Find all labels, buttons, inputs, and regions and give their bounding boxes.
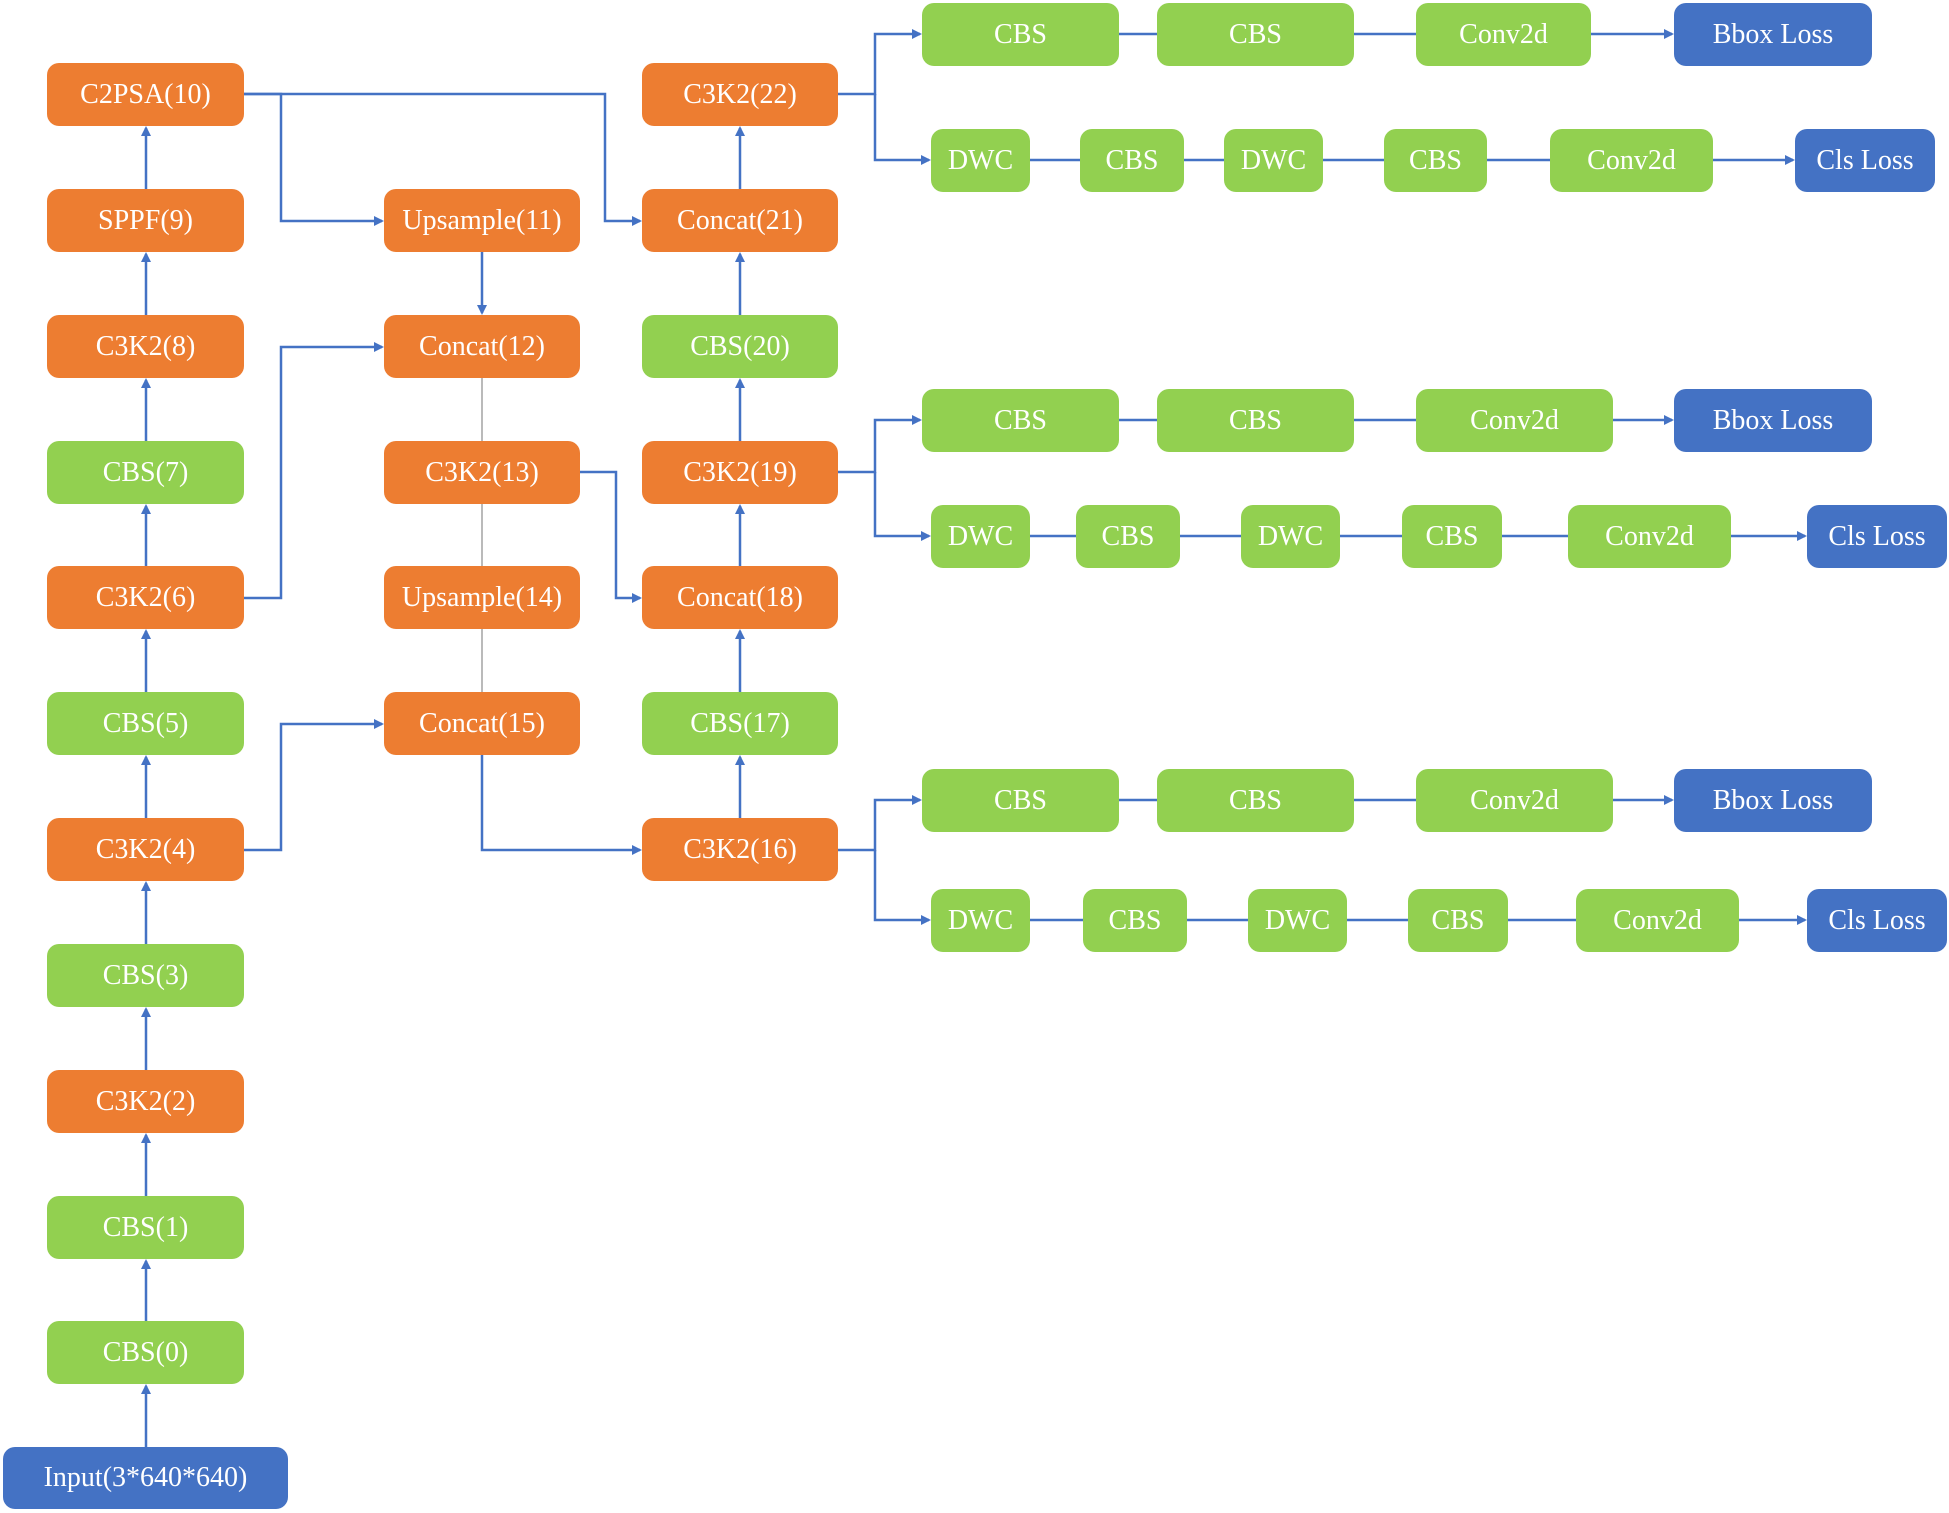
head19-bbox-loss: Bbox Loss [1674, 389, 1872, 452]
head19-bbox-cbs-2: CBS [1157, 389, 1354, 452]
arrow-c3k2-19-to-head19-cls [873, 472, 931, 541]
head16-cls-cbs-2: CBS [1408, 889, 1508, 952]
head22-bbox-loss: Bbox Loss [1674, 3, 1872, 66]
arrow-c3k2-19-to-head19-bbox [838, 415, 922, 474]
head16-bbox-cbs-1: CBS [922, 769, 1119, 832]
input-node: Input(3*640*640) [3, 1447, 288, 1509]
neck-concat-12: Concat(12) [384, 315, 580, 378]
arrow-c3k2-16-to-head16-cls [873, 850, 931, 925]
backbone-c3k2-8: C3K2(8) [47, 315, 244, 378]
head16-bbox-conv2d: Conv2d [1416, 769, 1613, 832]
backbone-cbs-7: CBS(7) [47, 441, 244, 504]
head16-cls-dwc-2: DWC [1248, 889, 1347, 952]
head19-cls-cbs-2: CBS [1402, 505, 1502, 568]
head16-cls-dwc-1: DWC [931, 889, 1030, 952]
arrow-c3k2-22-to-head22-bbox [838, 29, 922, 96]
head16-bbox-cbs-2: CBS [1157, 769, 1354, 832]
head22-bbox-cbs-2: CBS [1157, 3, 1354, 66]
backbone-cbs-3: CBS(3) [47, 944, 244, 1007]
arrow-c2psa10-to-upsample11 [244, 92, 384, 226]
neck-cbs-17: CBS(17) [642, 692, 838, 755]
backbone-cbs-1: CBS(1) [47, 1196, 244, 1259]
head22-cls-cbs-1: CBS [1080, 129, 1184, 192]
neck-concat-18: Concat(18) [642, 566, 838, 629]
neck-c3k2-22: C3K2(22) [642, 63, 838, 126]
head16-bbox-loss: Bbox Loss [1674, 769, 1872, 832]
head22-bbox-cbs-1: CBS [922, 3, 1119, 66]
head16-cls-cbs-1: CBS [1083, 889, 1187, 952]
backbone-c2psa-10: C2PSA(10) [47, 63, 244, 126]
arrow-c3k2-6-to-concat12 [244, 342, 384, 600]
head22-cls-conv2d: Conv2d [1550, 129, 1713, 192]
head19-cls-dwc-2: DWC [1241, 505, 1340, 568]
neck-cbs-20: CBS(20) [642, 315, 838, 378]
head16-cls-conv2d: Conv2d [1576, 889, 1739, 952]
arrow-c2psa10-to-concat21 [244, 92, 642, 226]
backbone-c3k2-4: C3K2(4) [47, 818, 244, 881]
head19-bbox-cbs-1: CBS [922, 389, 1119, 452]
head22-bbox-conv2d: Conv2d [1416, 3, 1591, 66]
head19-bbox-conv2d: Conv2d [1416, 389, 1613, 452]
head22-cls-loss: Cls Loss [1795, 129, 1935, 192]
head19-cls-conv2d: Conv2d [1568, 505, 1731, 568]
arrow-c3k2-13-to-concat18 [580, 470, 642, 603]
head22-cls-cbs-2: CBS [1384, 129, 1487, 192]
head16-cls-loss: Cls Loss [1807, 889, 1947, 952]
arrow-concat15-to-c3k2-16 [480, 755, 642, 855]
neck-concat-15: Concat(15) [384, 692, 580, 755]
head19-cls-loss: Cls Loss [1807, 505, 1947, 568]
head22-cls-dwc-2: DWC [1224, 129, 1323, 192]
arrow-c3k2-4-to-concat15 [244, 719, 384, 852]
backbone-c3k2-2: C3K2(2) [47, 1070, 244, 1133]
head19-cls-dwc-1: DWC [931, 505, 1030, 568]
backbone-cbs-5: CBS(5) [47, 692, 244, 755]
neck-upsample-11: Upsample(11) [384, 189, 580, 252]
neck-c3k2-19: C3K2(19) [642, 441, 838, 504]
arrow-c3k2-22-to-head22-cls [873, 94, 931, 165]
backbone-sppf-9: SPPF(9) [47, 189, 244, 252]
neck-c3k2-13: C3K2(13) [384, 441, 580, 504]
arrow-c3k2-16-to-head16-bbox [838, 795, 922, 852]
head22-cls-dwc-1: DWC [931, 129, 1030, 192]
neck-concat-21: Concat(21) [642, 189, 838, 252]
backbone-cbs-0: CBS(0) [47, 1321, 244, 1384]
neck-upsample-14: Upsample(14) [384, 566, 580, 629]
head19-cls-cbs-1: CBS [1076, 505, 1180, 568]
backbone-c3k2-6: C3K2(6) [47, 566, 244, 629]
neck-c3k2-16: C3K2(16) [642, 818, 838, 881]
